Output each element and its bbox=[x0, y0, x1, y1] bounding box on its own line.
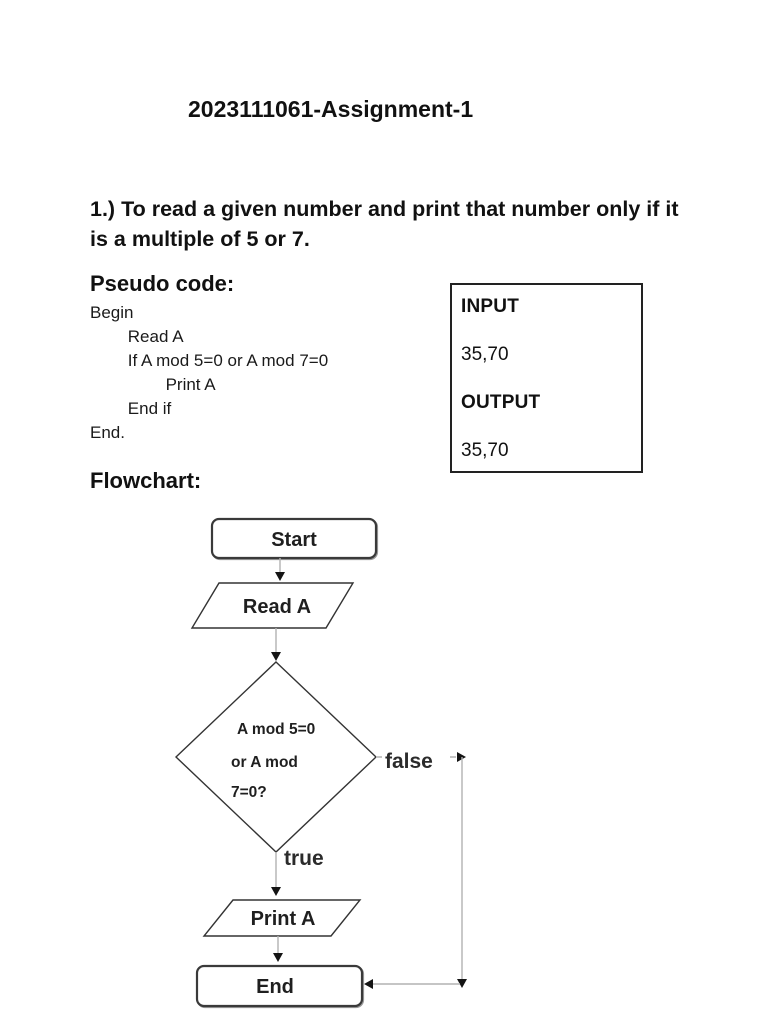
flowchart-start-label: Start bbox=[271, 529, 317, 551]
arrowhead-down-icon bbox=[271, 887, 281, 896]
pseudo-code-line: Print A bbox=[90, 375, 216, 394]
flowchart-read-label: Read A bbox=[243, 596, 311, 618]
pseudo-code-line: Begin bbox=[90, 303, 134, 322]
flowchart-decision-line3: 7=0? bbox=[231, 784, 267, 801]
flowchart-decision-line2: or A mod bbox=[231, 754, 298, 771]
input-value: 35,70 bbox=[461, 344, 509, 365]
problem-statement: 1.) To read a given number and print tha… bbox=[90, 197, 679, 251]
arrowhead-down-icon bbox=[275, 572, 285, 581]
flowchart-end-label: End bbox=[256, 976, 294, 998]
pseudo-code-line: End. bbox=[90, 423, 125, 442]
arrowhead-down-icon bbox=[271, 652, 281, 661]
flowchart-print-label: Print A bbox=[251, 908, 316, 930]
arrowhead-down-icon bbox=[457, 979, 467, 988]
arrowhead-left-icon bbox=[364, 979, 373, 989]
arrowhead-down-icon bbox=[273, 953, 283, 962]
flowchart-decision-line1: A mod 5=0 bbox=[237, 721, 315, 738]
page-title: 2023111061-Assignment-1 bbox=[188, 96, 474, 122]
pseudo-code-heading: Pseudo code: bbox=[90, 271, 235, 296]
pseudo-code-block: Begin Read A If A mod 5=0 or A mod 7=0 P… bbox=[90, 301, 328, 445]
false-label-mask bbox=[382, 744, 450, 771]
pseudo-code-line: Read A bbox=[90, 327, 184, 346]
output-value: 35,70 bbox=[461, 440, 509, 461]
flowchart-false-label: false bbox=[385, 750, 433, 773]
flowchart-print-node bbox=[202, 899, 362, 937]
output-label: OUTPUT bbox=[461, 392, 541, 413]
flowchart-diagram: Start Read A A mod 5=0 or A mod 7=0? fal… bbox=[174, 517, 467, 1008]
input-label: INPUT bbox=[461, 296, 519, 317]
flowchart-start-node bbox=[210, 517, 378, 560]
flowchart-end-node bbox=[195, 964, 364, 1008]
input-output-box: INPUT 35,70 OUTPUT 35,70 bbox=[450, 283, 643, 473]
pseudo-code-line: If A mod 5=0 or A mod 7=0 bbox=[90, 351, 329, 370]
flowchart-true-label: true bbox=[284, 847, 324, 870]
pseudo-code-line: End if bbox=[90, 399, 172, 418]
flowchart-read-node bbox=[190, 582, 355, 629]
flowchart-heading: Flowchart: bbox=[90, 468, 202, 493]
